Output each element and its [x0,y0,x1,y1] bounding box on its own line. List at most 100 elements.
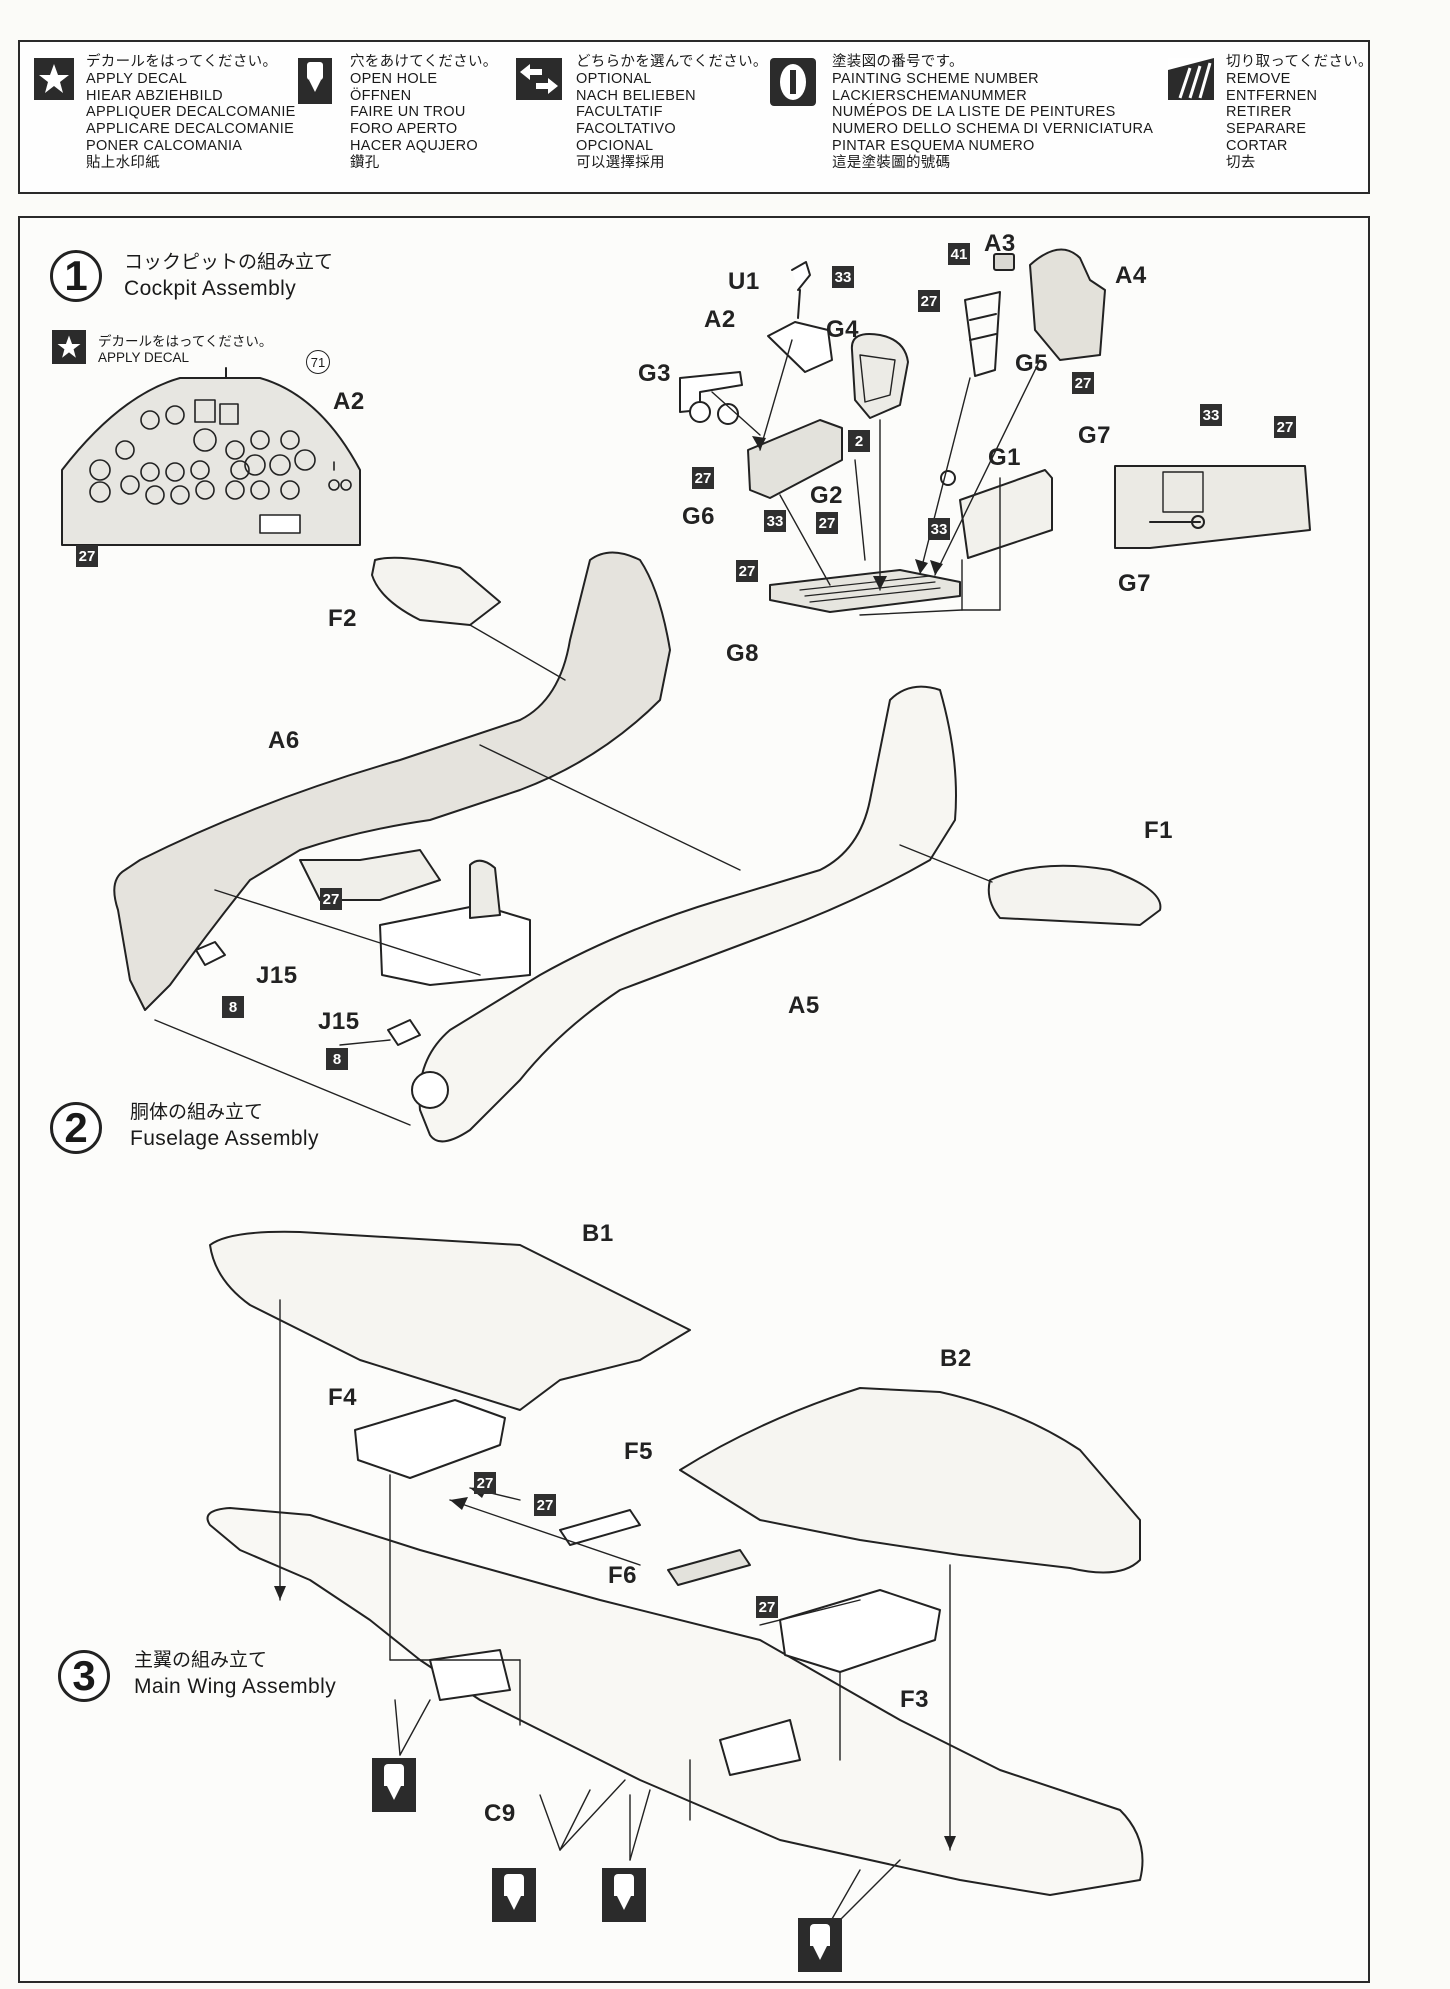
drill-hole-icon [492,1868,536,1922]
part-label-a3: A3 [984,230,1016,257]
part-label-u1: U1 [728,268,760,295]
part-label-j15: J15 [256,962,298,989]
part-label-g8: G8 [726,640,760,667]
flap-f4-drawing [354,1399,506,1479]
drill-hole-icon [298,58,332,104]
step-title-jp: コックピットの組み立て [124,252,334,273]
color-code-27: 27 [918,290,940,312]
part-label-g7: G7 [1118,570,1152,597]
upper-wing-b1-drawing [209,1230,691,1411]
fuselage-half-a6-drawing [113,551,671,1011]
color-code-33: 33 [928,518,950,540]
flap-f3-drawing [779,1589,941,1673]
color-code-27: 27 [816,512,838,534]
part-label-f5: F5 [624,1438,654,1465]
star-icon [34,58,74,100]
legend-text: 貼上水印紙 [86,154,160,171]
side-panel-g7-detail-drawing [1114,465,1311,549]
step-number: 1 [64,252,88,299]
color-code-27: 27 [692,467,714,489]
part-f6-drawing [667,1549,751,1586]
part-label-g6: G6 [682,503,716,530]
step-title-jp: 主翼の組み立て [134,1650,268,1671]
step-number: 3 [72,1652,96,1699]
part-label-f1: F1 [1144,817,1174,844]
step-1-title: コックピットの組み立て Cockpit Assembly [124,250,333,302]
cockpit-tub-drawing [379,904,531,986]
color-code-27: 27 [474,1472,496,1494]
legend-text: 可以選擇採用 [576,154,665,171]
seat-g4-drawing [850,333,909,419]
side-panel-g7-drawing [959,469,1053,559]
part-label-g3: G3 [638,360,672,387]
legend-text: HIEAR ABZIEHBILD [86,87,223,104]
legend-text: CORTAR [1226,137,1288,154]
legend-text: RETIRER [1226,104,1292,121]
color-code-27: 27 [1274,416,1296,438]
part-label-a5: A5 [788,992,820,1019]
instrument-panel-drawing [61,377,361,546]
legend-text: ÖFFNEN [350,87,412,104]
panel-a2-upper-drawing [767,321,833,373]
drill-hole-icon [602,1868,646,1922]
legend-text: PAINTING SCHEME NUMBER [832,70,1039,87]
floor-g8-drawing [769,569,961,613]
fuselage-half-a5-drawing [418,685,957,1143]
part-j15b-drawing [387,1019,421,1046]
legend-text: 這是塗裝圖的號碼 [832,154,951,171]
stabilizer-f1-drawing [987,864,1162,926]
part-j15a-drawing [195,941,226,966]
part-label-j15: J15 [318,1008,360,1035]
legend-text: SEPARARE [1226,121,1307,138]
painting-scheme-icon [770,58,816,106]
part-label-a2: A2 [333,388,365,415]
instrument-dials [89,399,352,505]
decal-number-badge: 71 [306,350,330,374]
legend-text-jp: 塗装図の番号です。 [832,54,964,70]
color-code-27: 27 [736,560,758,582]
legend-text: FACOLTATIVO [576,121,676,138]
step-title-en: Main Wing Assembly [134,1675,337,1698]
color-code-27: 27 [320,888,342,910]
part-g1-drawing [940,470,956,486]
part-label-f6: F6 [608,1562,638,1589]
step-3-badge: 3 [58,1650,110,1702]
legend-text-jp: デカールをはってください。 [86,54,278,70]
legend-text: REMOVE [1226,70,1291,87]
apply-decal-note: デカールをはってください。 APPLY DECAL [98,334,272,366]
part-label-f2: F2 [328,605,358,632]
legend-text: OPEN HOLE [350,70,438,87]
part-label-g4: G4 [826,316,860,343]
legend-text: PINTAR ESQUEMA NUMERO [832,137,1035,154]
color-code-33: 33 [764,510,786,532]
part-label-b1: B1 [582,1220,614,1247]
part-label-c9: C9 [484,1800,516,1827]
color-code-8: 8 [326,1048,348,1070]
part-label-a2: A2 [704,306,736,333]
part-label-a4: A4 [1115,262,1147,289]
legend-text-jp: 穴をあけてください。 [350,54,498,70]
step-title-en: Fuselage Assembly [130,1127,319,1150]
legend-text: ENTFERNEN [1226,87,1318,104]
part-a3-drawing [993,253,1015,271]
color-code-8: 8 [222,996,244,1018]
legend-text: PONER CALCOMANIA [86,137,243,154]
side-console-g6-drawing [747,419,843,499]
color-code-27: 27 [534,1494,556,1516]
legend-text: NUMÉPOS DE LA LISTE DE PEINTURES [832,104,1116,121]
stabilizer-f2-drawing [371,556,501,626]
part-label-g2: G2 [810,482,844,509]
drill-hole-icon [798,1918,842,1972]
color-code-27: 27 [1072,372,1094,394]
part-label-g1: G1 [988,444,1022,471]
decal-note-jp: デカールをはってください。 [98,334,273,349]
color-code-27: 27 [76,545,98,567]
part-f5-drawing [559,1509,641,1546]
legend-text: APPLICARE DECALCOMANIE [86,121,295,138]
drill-hole-icon [372,1758,416,1812]
legend-text: HACER AQUJERO [350,137,478,154]
legend-text: OPCIONAL [576,137,654,154]
stick-u1-drawing [791,261,811,291]
legend-text: NACH BELIEBEN [576,87,696,104]
